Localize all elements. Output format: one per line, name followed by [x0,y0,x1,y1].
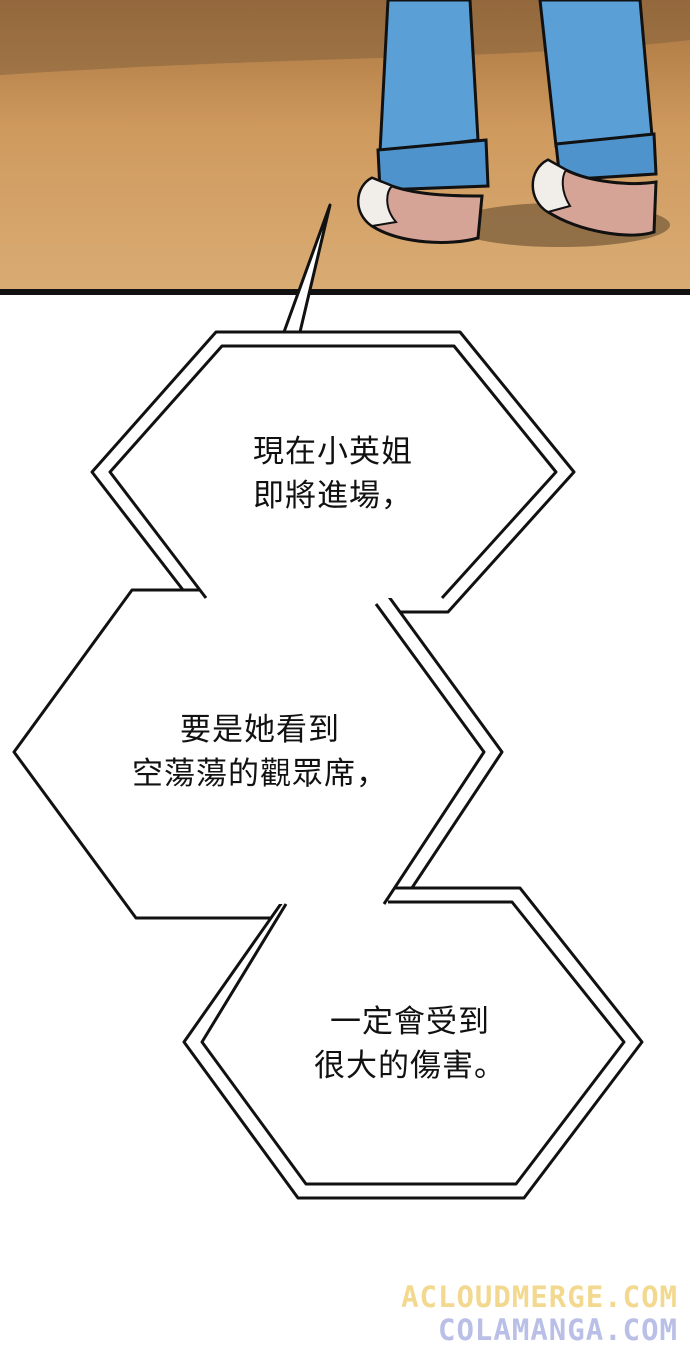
right-jeans-leg [538,0,654,148]
hex-bubble-1-inner-line [108,344,558,600]
watermark-colamanga: COLAMANGA.COM [438,1313,678,1347]
bubble-1-line-1: 現在小英姐 [253,434,413,470]
hex-bubble-1-fill [110,346,556,598]
floor-dark-band [0,0,690,75]
hex-bubble-3-inner-line [200,900,626,1186]
bubble-3-line-2: 很大的傷害。 [314,1048,506,1084]
bubble-2-line-2: 空蕩蕩的觀眾席， [132,756,388,792]
hex-bubble-3-fill [202,902,624,1184]
hex-bubble-2-fill [32,604,484,904]
right-shoe-toe [532,158,572,214]
bubble-2-text: 要是她看到 空蕩蕩的觀眾席， [100,708,420,796]
bubble-1-line-2: 即將進場， [253,478,413,514]
bubble-3-line-1: 一定會受到 [330,1004,490,1040]
hexagon-bubble-inner-group [32,346,624,1184]
bubble-2-line-1: 要是她看到 [180,712,340,748]
watermark-acloudmerge: ACLOUDMERGE.COM [401,1280,678,1314]
top-panel-illustration [0,0,690,295]
left-jeans-leg [378,0,480,154]
left-shoe-toe [357,176,398,228]
hexagon-bubble-inner-lines [108,344,626,1186]
panel-bottom-border [0,289,690,295]
hex-bubble-2-inner-line [374,603,486,905]
bubble-1-text: 現在小英姐 即將進場， [198,430,468,518]
left-jeans-cuff [376,138,490,192]
bubble-3-text: 一定會受到 很大的傷害。 [290,1000,530,1088]
